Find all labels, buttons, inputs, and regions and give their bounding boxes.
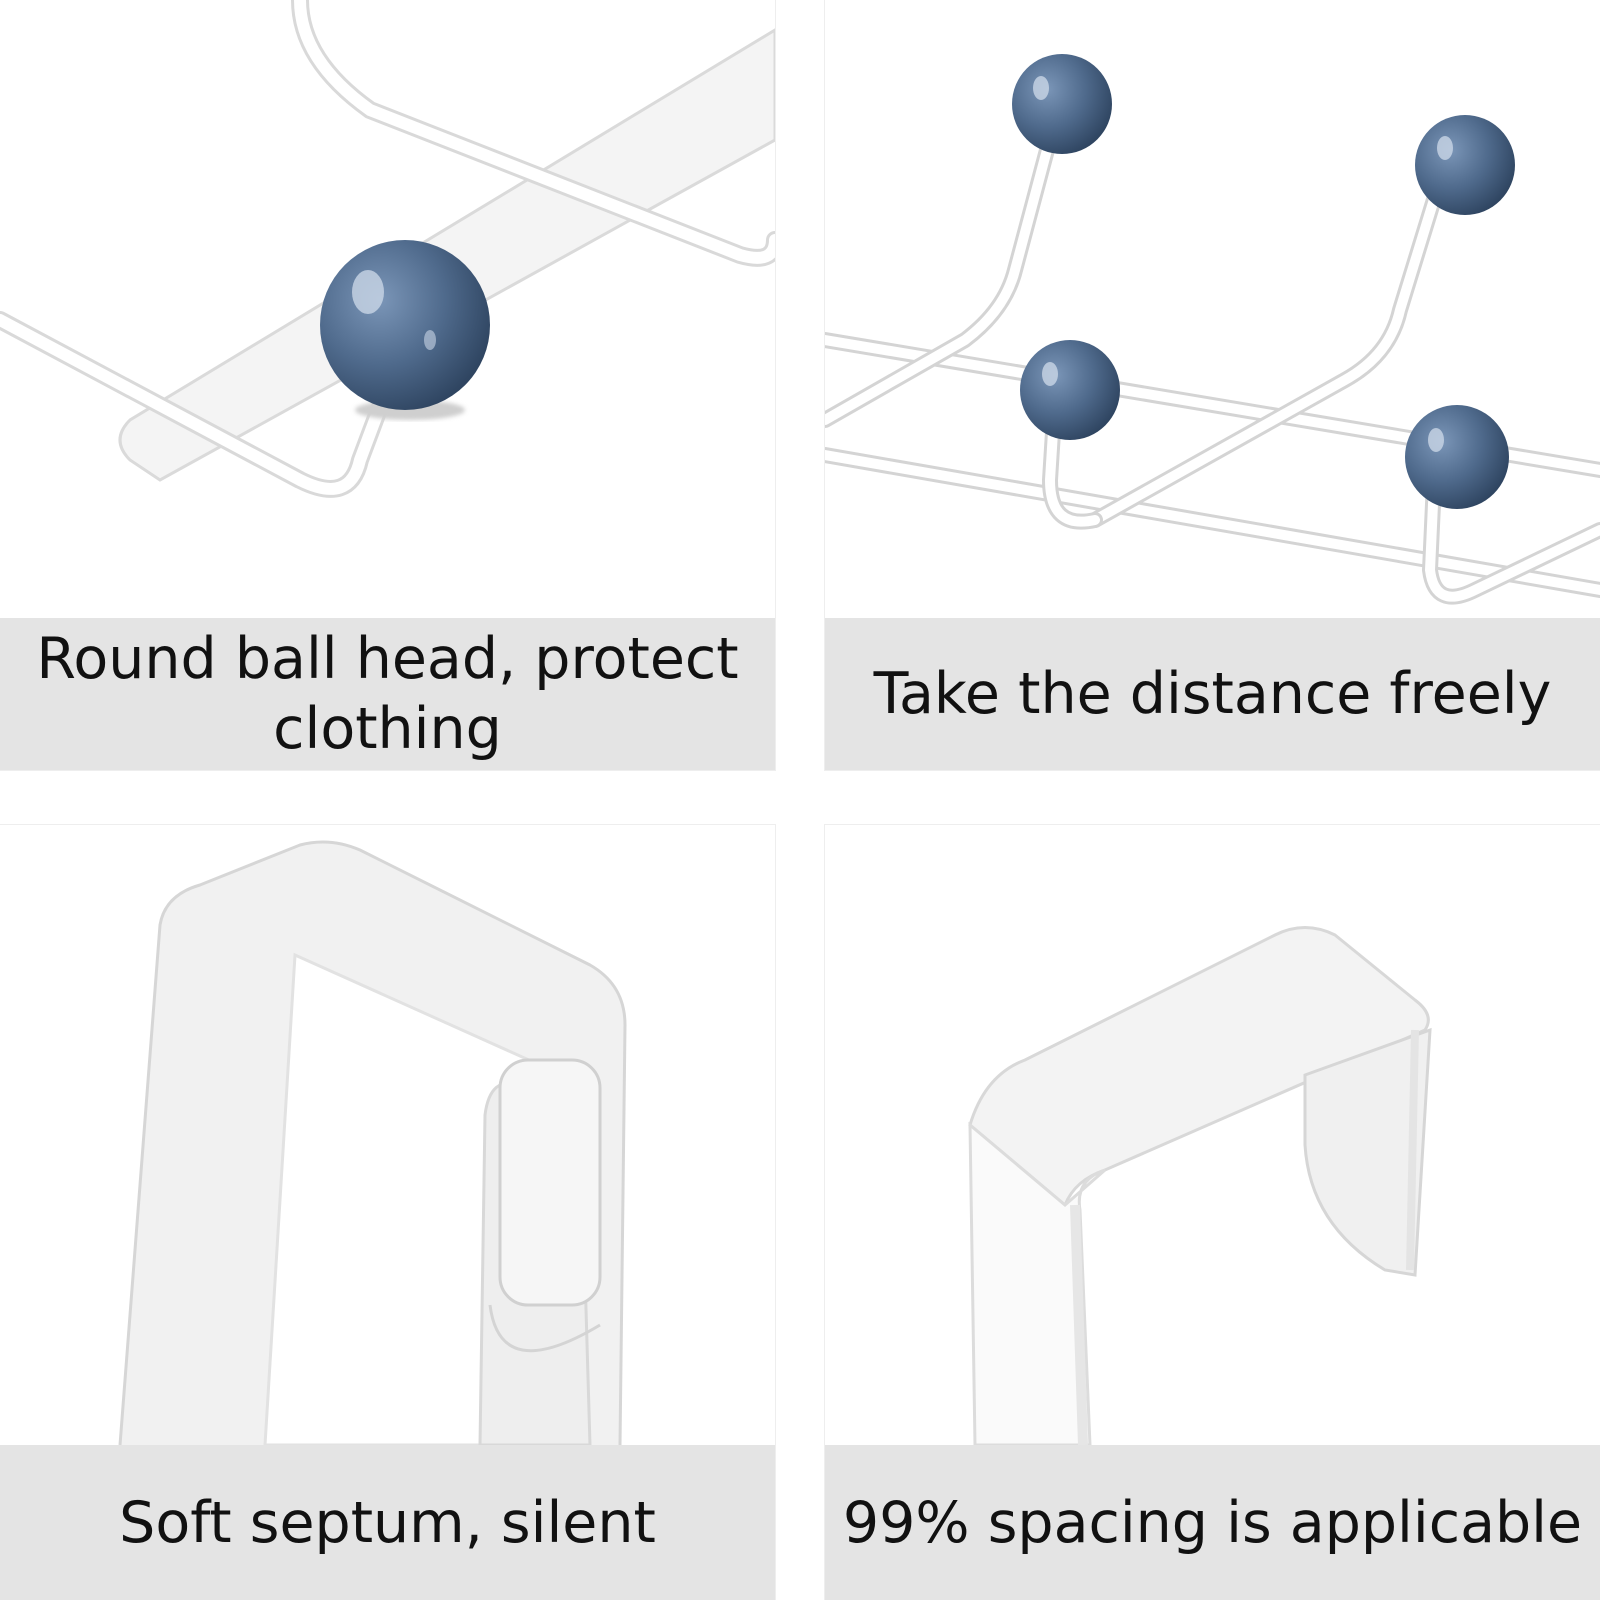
- door-hook-photo: [0, 825, 775, 1445]
- panel-soft-septum: Soft septum, silent: [0, 824, 776, 1600]
- panel-spacing-applicable: 99% spacing is applicable: [824, 824, 1600, 1600]
- ball-head-icon: [320, 240, 490, 410]
- hook-rack-photo: [825, 0, 1600, 620]
- ball-head-icon: [1012, 54, 1112, 154]
- caption-bar: 99% spacing is applicable: [825, 1445, 1600, 1600]
- caption-bar: Take the distance freely: [825, 618, 1600, 770]
- ball-head-icon: [1405, 405, 1509, 509]
- soft-septum-pad: [498, 1058, 602, 1307]
- ball-head-icon: [1020, 340, 1120, 440]
- panel-ball-head: Round ball head, protect clothing: [0, 0, 776, 771]
- caption-round-ball-head: Round ball head, protect clothing: [36, 626, 739, 762]
- caption-take-distance: Take the distance freely: [873, 661, 1552, 727]
- panel-hook-spacing: Take the distance freely: [824, 0, 1600, 771]
- bracket-photo: [825, 825, 1600, 1445]
- ball-head-icon: [1415, 115, 1515, 215]
- ball-head-photo: [0, 0, 775, 620]
- caption-bar: Round ball head, protect clothing: [0, 618, 775, 770]
- caption-spacing-applicable: 99% spacing is applicable: [842, 1489, 1583, 1556]
- caption-bar: Soft septum, silent: [0, 1445, 775, 1600]
- caption-soft-septum: Soft septum, silent: [119, 1489, 656, 1556]
